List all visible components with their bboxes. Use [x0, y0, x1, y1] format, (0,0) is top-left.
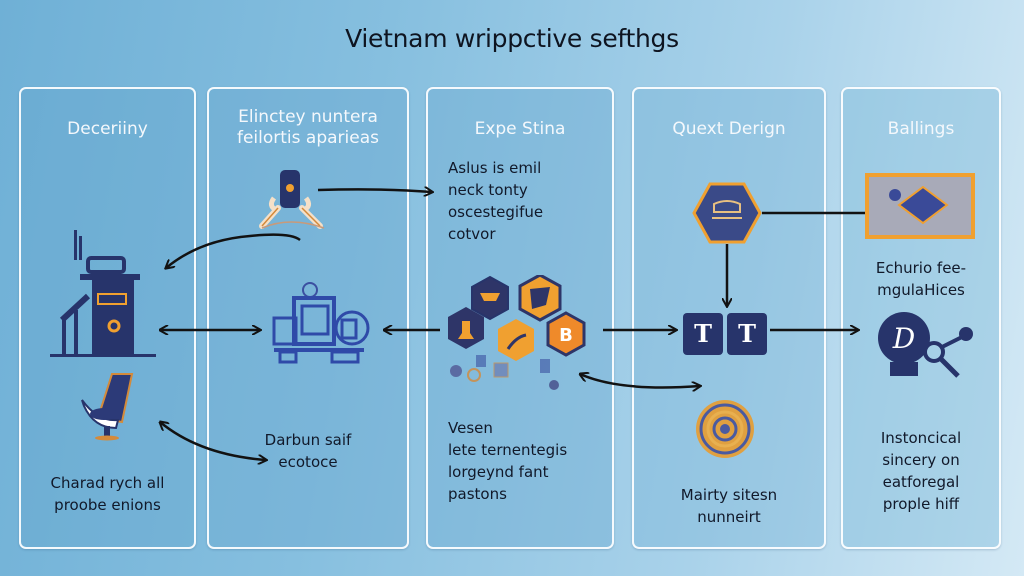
panel-4-caption: Mairty sitesn nunneirt	[680, 486, 778, 526]
panel-5: Ballings Echurio fee- mgulaHices Instonc…	[841, 87, 1001, 549]
medallion-icon	[696, 400, 754, 458]
panel-5-subheading: Echurio fee- mgulaHices	[875, 259, 967, 299]
diagram-title: Vietnam wrippctive sefthgs	[345, 24, 679, 53]
hexagon-anvil	[471, 275, 509, 321]
hexagon-orange	[498, 319, 534, 361]
panel-5-heading: Ballings	[887, 119, 955, 139]
framed-diamond-icon	[865, 173, 975, 239]
hexagon-letter: B	[559, 325, 573, 346]
d-badge-icon: D	[878, 312, 973, 378]
hexagon-pawn	[448, 307, 484, 349]
badge-letter: D	[892, 322, 915, 355]
letter-tile-icon: T	[683, 313, 723, 355]
panel-2-heading: Elinctey nuntera feilortis aparieas	[236, 107, 379, 148]
panel-5-caption: Instoncical sincery on eatforegal prople…	[880, 429, 962, 513]
panel-4-heading: Quext Derign	[672, 119, 786, 139]
panel-3-heading: Expe Stina	[474, 119, 566, 139]
panel-3-caption: Vesen lete ternentegis lorgeynd fant pas…	[448, 419, 568, 503]
panel-1: Deceriiny Charad rych all proobe enions	[19, 87, 196, 549]
hexagon-ship-icon	[692, 182, 762, 244]
hexagon-b: B	[546, 311, 586, 357]
panel-1-caption: Charad rych all proobe enions	[50, 474, 165, 514]
chair-icon	[81, 373, 134, 441]
panel-2: Elinctey nuntera feilortis aparieas Darb…	[207, 87, 409, 549]
robot-icon	[259, 170, 325, 229]
computer-icon	[272, 282, 370, 364]
building-icon	[50, 230, 156, 357]
hexagon-cluster-icon: B	[448, 275, 586, 390]
letter-tile-icon: T	[727, 313, 767, 355]
panel-1-heading: Deceriiny	[67, 119, 148, 139]
panel-3-intro: Aslus is emil neck tonty oscestegifue co…	[448, 159, 544, 243]
hexagon-boot	[518, 275, 562, 322]
panel-2-caption: Darbun saif ecotoce	[264, 431, 352, 471]
letter-tiles: T T	[683, 313, 767, 355]
